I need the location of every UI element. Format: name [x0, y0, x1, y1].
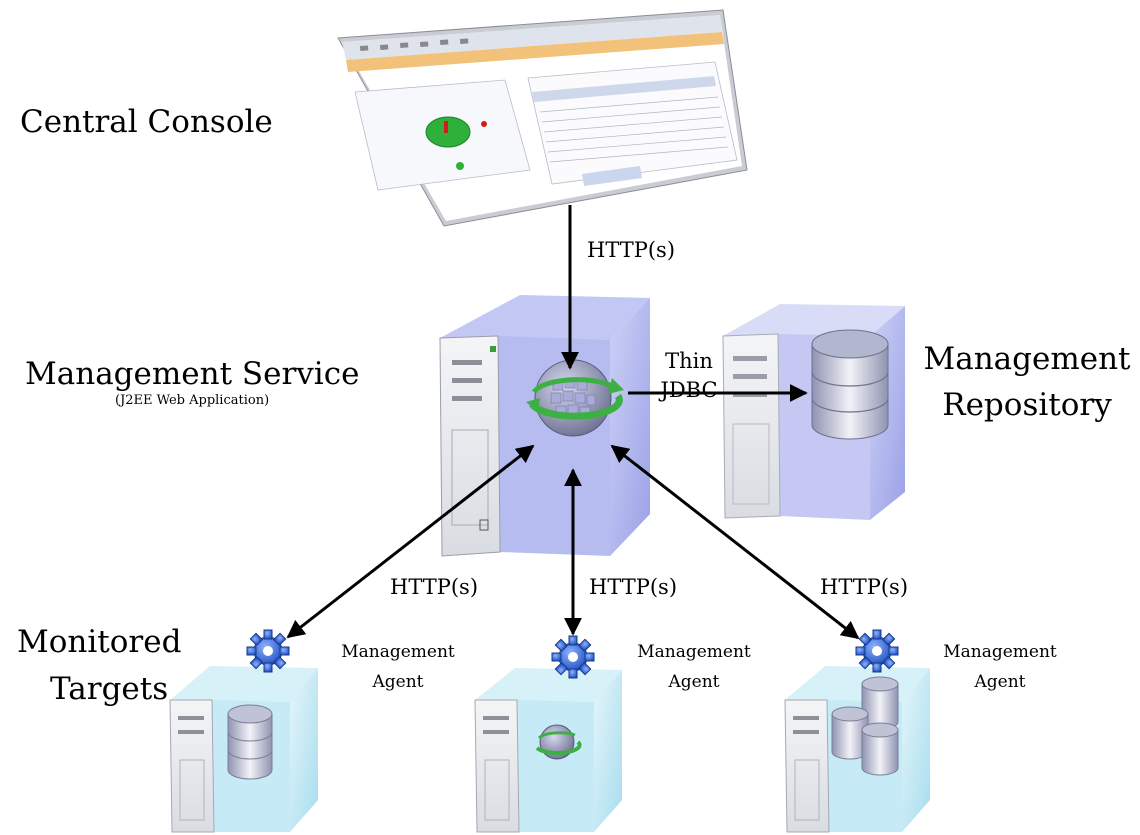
agent-label-left-line1: Management [341, 642, 455, 662]
http-label-agent-right: HTTP(s) [820, 575, 909, 599]
management-repository-label-line1: Management [923, 341, 1131, 377]
http-label-agent-left: HTTP(s) [390, 575, 479, 599]
agent-label-right-line1: Management [943, 642, 1057, 662]
central-console-label: Central Console [20, 104, 273, 140]
agent-label-middle-line2: Agent [668, 672, 720, 692]
agent-label-right-line2: Agent [974, 672, 1026, 692]
target-server-application [474, 668, 622, 833]
arrow-service-agent-left [286, 444, 535, 639]
target-server-cluster [784, 666, 930, 833]
database-icon [811, 329, 889, 440]
agent-label-left-line2: Agent [372, 672, 424, 692]
gear-agent-icon [551, 635, 595, 679]
monitored-targets-label-line2: Targets [50, 671, 169, 707]
thin-jdbc-label-line2: JDBC [660, 378, 718, 402]
monitor-screenshot-icon [337, 9, 748, 227]
arrow-service-agent-right [610, 444, 860, 640]
monitored-targets-label-line1: Monitored [17, 624, 182, 660]
gear-agent-icon [855, 629, 899, 673]
thin-jdbc-label-line1: Thin [665, 349, 713, 373]
agent-label-middle-line1: Management [637, 642, 751, 662]
gear-agent-icon [246, 629, 290, 673]
globe-service-icon [526, 359, 624, 437]
http-label-agent-middle: HTTP(s) [589, 575, 678, 599]
management-service-sublabel: (J2EE Web Application) [115, 393, 270, 408]
server-tower-icon [439, 295, 650, 557]
management-repository-label-line2: Repository [942, 387, 1112, 423]
management-service-label: Management Service [25, 356, 360, 392]
target-server-database [169, 666, 318, 833]
http-label-console: HTTP(s) [587, 238, 676, 262]
